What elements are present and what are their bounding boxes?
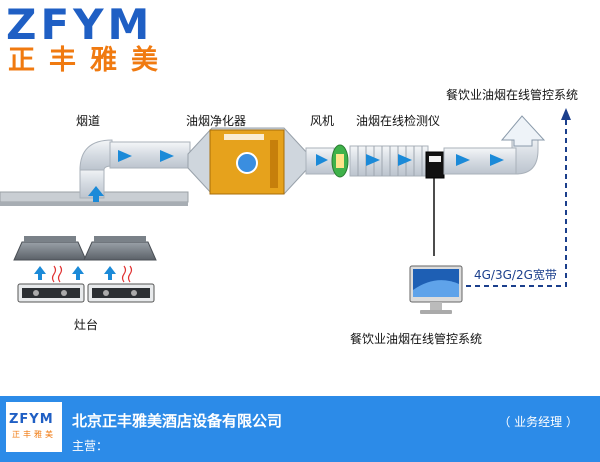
- label-stove: 灶台: [74, 318, 99, 332]
- brand-logo: ZFYM 正丰雅美: [6, 4, 216, 76]
- network-line: [466, 116, 567, 287]
- footer-logo: ZFYM 正丰雅美: [6, 402, 62, 452]
- exhaust-system-diagram: 烟道 油烟净化器 风机 油烟在线检测仪 餐饮业油烟在线管控系统 4G/3G/2G…: [0, 70, 600, 360]
- logo-wordmark: ZFYM: [6, 0, 154, 49]
- monitor-device: [425, 151, 445, 179]
- range-hood-left: [13, 241, 87, 261]
- footer-logo-wordmark: ZFYM: [9, 412, 54, 427]
- range-hood-right: [83, 241, 157, 261]
- label-system-bottom: 餐饮业油烟在线管控系统: [350, 332, 483, 346]
- company-name[interactable]: 北京正丰雅美酒店设备有限公司: [72, 412, 283, 430]
- footer-logo-chinese: 正丰雅美: [12, 430, 56, 439]
- label-purifier: 油烟净化器: [186, 114, 247, 128]
- diagram-illustration: [0, 108, 571, 314]
- label-flue: 烟道: [76, 114, 101, 128]
- main-business-label: 主营：: [72, 439, 109, 453]
- label-fan: 风机: [310, 114, 335, 128]
- company-footer: ZFYM 正丰雅美 北京正丰雅美酒店设备有限公司 （ 业务经理 ） 主营：: [0, 396, 600, 462]
- label-network: 4G/3G/2G宽带: [474, 268, 557, 282]
- computer-icon: [409, 265, 463, 314]
- label-monitor: 油烟在线检测仪: [356, 114, 441, 128]
- label-system-top: 餐饮业油烟在线管控系统: [446, 88, 579, 102]
- corrugated-duct: [349, 145, 429, 177]
- contact-role: （ 业务经理 ）: [498, 415, 578, 429]
- logo-chinese-name: 正丰雅美: [8, 45, 172, 76]
